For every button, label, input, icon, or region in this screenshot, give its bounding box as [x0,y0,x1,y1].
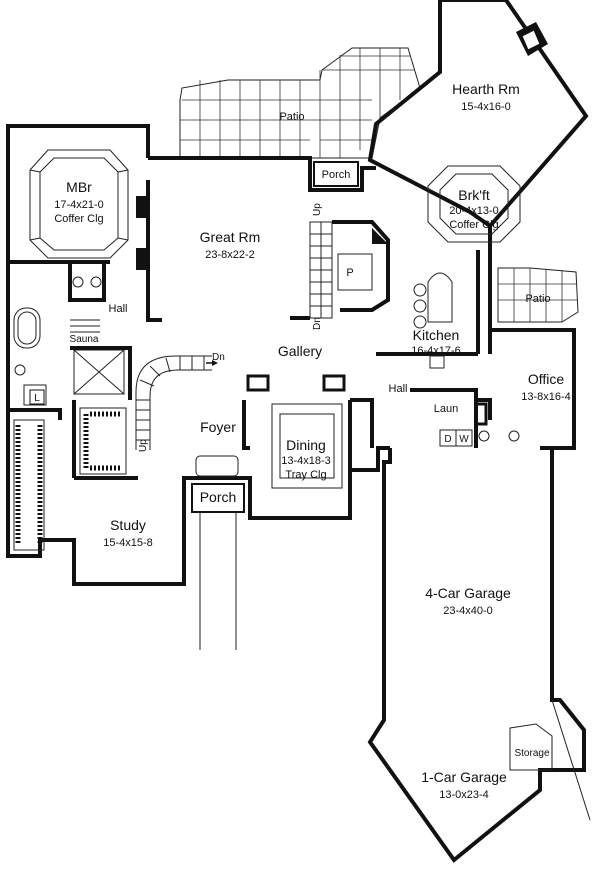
front-porch [191,455,245,650]
patio-right-label: Patio [525,293,550,305]
patio-top-label: Patio [279,111,304,123]
dining-name: Dining [286,437,326,453]
study-dims: 15-4x15-8 [103,537,153,549]
walk-in-closets [13,400,127,551]
storage-closet [509,723,553,771]
laundry-label: Laun [434,403,458,415]
breakfast-nook [427,165,521,243]
brkft-note: Coffer Clg [449,219,498,231]
dining-dims: 13-4x18-3 [281,455,331,467]
dining-note: Tray Clg [285,469,326,481]
dryer-label: D [444,434,451,445]
laundry-appliances [439,402,520,447]
study-name: Study [110,517,146,533]
great-room-dims: 23-8x22-2 [205,249,255,261]
mbr-name: MBr [66,179,92,195]
mbr-dims: 17-4x21-0 [54,199,104,211]
garage4-dims: 23-4x40-0 [443,605,493,617]
master-bedroom [8,149,162,322]
hall-left-label: Hall [109,303,128,315]
porch-front-label: Porch [200,489,237,505]
interior-walls [74,220,492,480]
hall-right-label: Hall [389,383,408,395]
exterior-walls [6,124,586,863]
rear-stair-up-label: Up [312,203,323,216]
foyer-label: Foyer [200,419,236,435]
storage-label: Storage [514,748,549,759]
cooktop [429,355,445,369]
brkft-dims: 20-4x13-0 [449,205,499,217]
sauna-label: Sauna [70,334,99,345]
pantry [337,253,373,291]
hearth-room-dims: 15-4x16-0 [461,101,511,113]
great-room-name: Great Rm [200,229,261,245]
garage1-name: 1-Car Garage [421,769,507,785]
hearth-room [367,0,589,229]
patio-right-area [497,267,579,323]
gallery-label: Gallery [278,343,322,359]
master-bath [8,262,132,420]
office-name: Office [528,371,565,387]
washer-label: W [459,434,469,445]
main-staircase [135,355,218,450]
porch-top-label: Porch [322,169,351,181]
kitchen-island [413,272,453,369]
brkft-name: Brk'ft [458,187,490,203]
garage1-dims: 13-0x23-4 [439,789,489,801]
kitchen-dims: 16-4x17-6 [411,345,461,357]
main-stair-down-label: Dn [212,352,225,363]
dining-tray [271,403,343,489]
office-dims: 13-8x16-4 [521,391,571,403]
laundry-chute-label: L [34,393,40,404]
garage4-name: 4-Car Garage [425,585,511,601]
kitchen-name: Kitchen [413,327,460,343]
patio-top-area [179,47,421,159]
pantry-label: P [346,267,353,279]
main-stair-up-label: Up [138,439,149,452]
rear-staircase [309,221,333,319]
mbr-note: Coffer Clg [54,213,103,225]
hearth-room-name: Hearth Rm [452,81,520,97]
rear-stair-down-label: Dn [312,317,323,330]
